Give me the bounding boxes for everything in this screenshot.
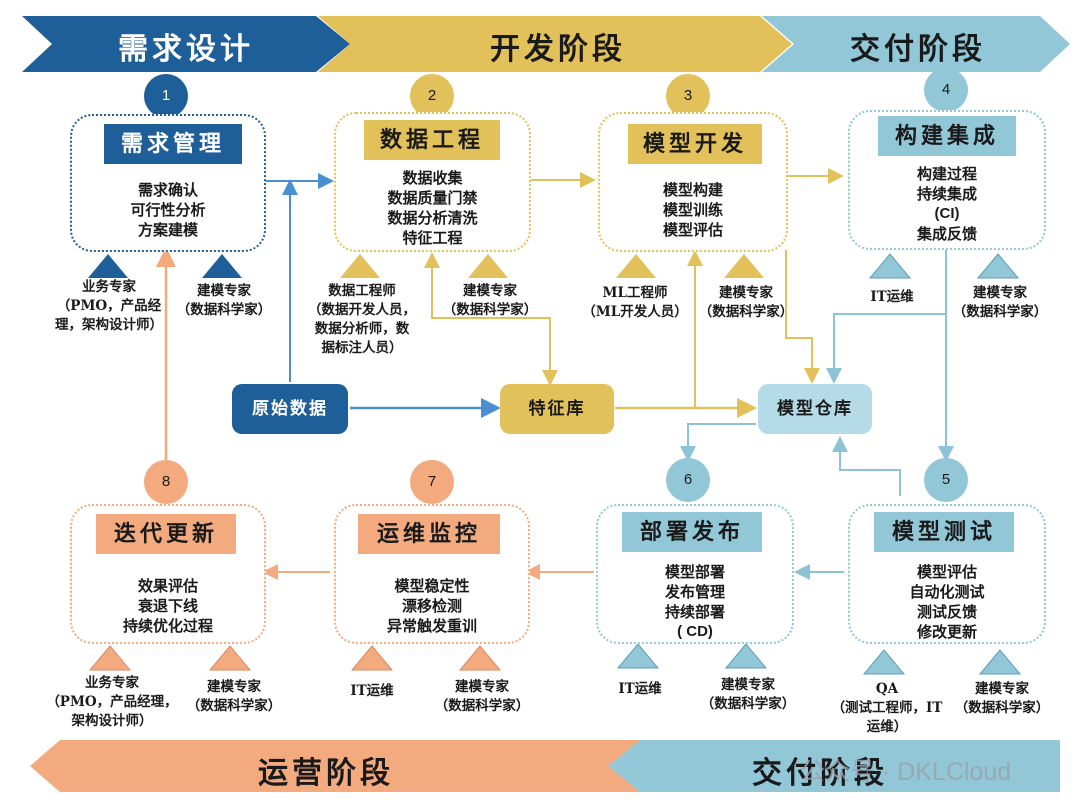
- triangle-s8a: [88, 645, 132, 671]
- triangle-s5b: [978, 649, 1022, 675]
- watermark: 公众号 · DKLCloud: [800, 758, 1012, 786]
- role-triangles: [88, 253, 1022, 675]
- stage-number-8: 8: [144, 460, 188, 504]
- role-s1b: 建模专家（数据科学家）: [176, 283, 272, 318]
- stage-items-model-dev: 模型构建模型训练模型评估: [662, 181, 723, 239]
- triangle-s4b: [976, 253, 1020, 279]
- stage-title-iterate: 迭代更新: [96, 514, 236, 554]
- stage-title-requirements: 需求管理: [104, 124, 242, 164]
- triangle-s1a: [88, 254, 128, 278]
- role-s4b: 建模专家（数据科学家）: [952, 285, 1048, 320]
- stage-number-5: 5: [924, 458, 968, 502]
- role-s3a: ML工程师（ML开发人员）: [582, 285, 688, 320]
- stage-items-data-engineering: 数据收集数据质量门禁数据分析清洗特征工程: [387, 169, 478, 247]
- stage-number-6: 6: [666, 458, 710, 502]
- role-s1a: 业务专家（PMO，产品经理，架构设计师）: [55, 279, 163, 333]
- stage-title-data-engineering: 数据工程: [364, 120, 500, 160]
- stage-number-2: 2: [410, 74, 454, 118]
- stage-items-iterate: 效果评估衰退下线持续优化过程: [122, 577, 213, 635]
- triangle-s5a: [862, 649, 906, 675]
- role-s7b: 建模专家（数据科学家）: [434, 679, 530, 714]
- banner-delivery2-shape: [608, 740, 1060, 792]
- store-raw-data: 原始数据: [232, 384, 348, 434]
- banner-dev: 开发阶段: [490, 32, 626, 67]
- store-feature: 特征库: [500, 384, 614, 434]
- stage-items-requirements: 需求确认可行性分析方案建模: [130, 181, 206, 239]
- triangle-s4a: [868, 253, 912, 279]
- triangle-s6b: [724, 643, 768, 669]
- triangle-s3a: [616, 254, 656, 278]
- stage-title-model-test: 模型测试: [874, 512, 1014, 552]
- role-s2a: 数据工程师（数据开发人员，数据分析师，数据标注人员）: [308, 283, 416, 356]
- banner-dev-shape: [318, 16, 792, 72]
- triangle-s3b: [724, 254, 764, 278]
- banner-ops: 运营阶段: [258, 756, 394, 791]
- arrow-model-to-6: [680, 423, 756, 462]
- stage-items-ops-monitor: 模型稳定性漂移检测异常触发重训: [386, 577, 477, 635]
- stage-title-ops-monitor: 运维监控: [358, 514, 500, 554]
- triangle-s1b: [202, 254, 242, 278]
- stage-title-model-dev: 模型开发: [628, 124, 762, 164]
- role-s7a: IT运维: [350, 683, 394, 699]
- store-model-repo: 模型仓库: [758, 384, 872, 434]
- role-s6a: IT运维: [618, 681, 662, 697]
- stage-items-deploy: 模型部署发布管理持续部署( CD): [664, 563, 725, 640]
- triangle-s6a: [616, 643, 660, 669]
- role-s2b: 建模专家（数据科学家）: [442, 283, 538, 318]
- stage-number-1: 1: [144, 74, 188, 118]
- role-s6b: 建模专家（数据科学家）: [700, 677, 796, 712]
- stage-number-7: 7: [410, 460, 454, 504]
- triangle-s8b: [208, 645, 252, 671]
- triangle-s7a: [350, 645, 394, 671]
- role-s5b: 建模专家（数据科学家）: [954, 681, 1050, 716]
- stage-title-deploy: 部署发布: [622, 512, 762, 552]
- role-s4a: IT运维: [870, 289, 914, 305]
- role-s8a: 业务专家（PMO，产品经理，架构设计师）: [46, 675, 178, 729]
- banner-delivery: 交付阶段: [850, 32, 986, 67]
- stage-number-3: 3: [666, 74, 710, 118]
- role-s3b: 建模专家（数据科学家）: [698, 285, 794, 320]
- triangle-s7b: [458, 645, 502, 671]
- arrow-3-to-model: [785, 250, 820, 384]
- stage-title-build-integration: 构建集成: [878, 116, 1016, 156]
- role-s8b: 建模专家（数据科学家）: [186, 679, 282, 714]
- banner-design: 需求设计: [118, 32, 254, 67]
- stage-number-4: 4: [924, 68, 968, 112]
- triangle-s2b: [468, 254, 508, 278]
- banner-delivery-shape: [762, 16, 1070, 72]
- stage-items-build-integration: 构建过程持续集成(CI)集成反馈: [916, 165, 977, 243]
- triangle-s2a: [340, 254, 380, 278]
- banner-design-shape: [22, 16, 350, 72]
- arrow-4-to-model: [826, 313, 946, 384]
- stage-items-model-test: 模型评估自动化测试测试反馈修改更新: [909, 563, 985, 641]
- arrow-5-to-model: [832, 436, 901, 496]
- banner-ops-shape: [30, 740, 640, 792]
- banner-delivery-bottom: 交付阶段: [752, 756, 888, 791]
